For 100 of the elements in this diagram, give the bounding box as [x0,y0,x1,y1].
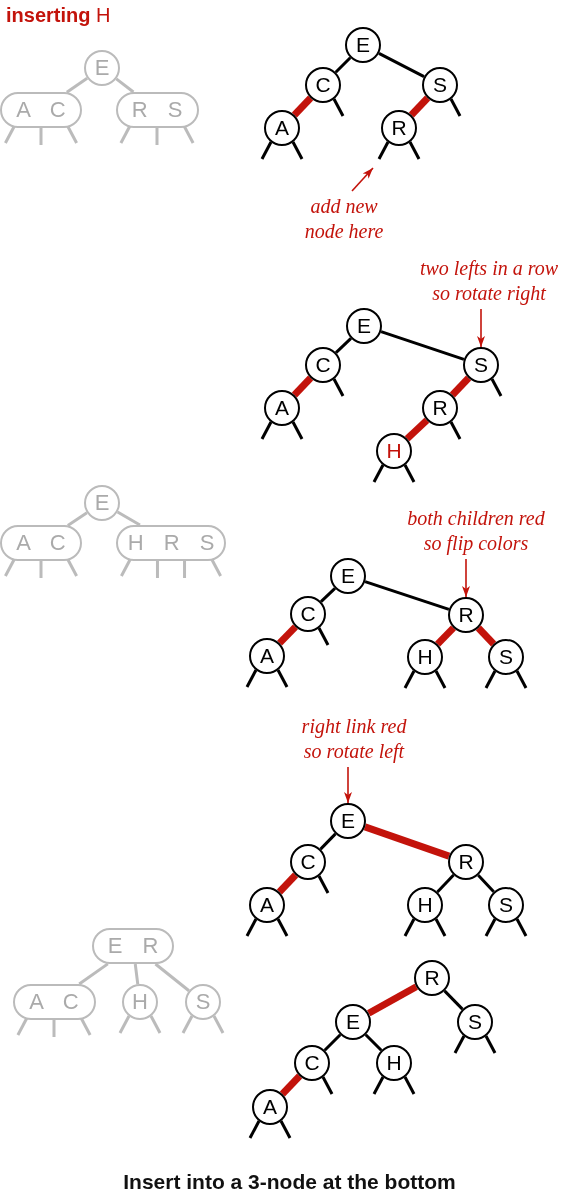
tree-node: A [249,638,285,674]
null-link [515,670,528,689]
tree-link [367,983,418,1017]
tree-link [364,1033,383,1052]
tree-link [335,337,352,354]
tree-link [334,56,352,74]
null-link [332,378,345,397]
null-link [260,141,273,160]
null-link [248,1120,261,1139]
tree-link [291,95,314,118]
arrow [351,167,374,192]
null-link [39,561,43,578]
null-link [52,1020,56,1037]
tree-link [475,625,497,647]
null-link [372,1076,385,1095]
multi-key-node: A C [0,525,82,561]
null-link [449,421,462,440]
null-link [119,125,132,144]
tree-link [67,511,88,527]
null-link [276,669,289,688]
tree-link [408,95,431,118]
multi-key-node: A C [12,984,96,1020]
null-link [4,558,16,577]
tree-node: E [84,50,120,86]
null-link [377,141,390,160]
tree-node: A [264,390,300,426]
null-link [4,125,16,144]
null-link [245,669,258,688]
tree-link [291,375,314,398]
tree-node: C [294,1045,330,1081]
multi-key-node: R S [115,92,199,128]
tree-link [115,77,135,94]
tree-link [320,587,336,603]
null-link [291,141,304,160]
null-link [79,1017,92,1036]
tree-node: S [488,887,524,923]
tree-node: A [264,110,300,146]
arrow [477,308,485,348]
null-link [434,670,447,689]
tree-link [380,330,465,361]
null-link [317,875,330,894]
tree-link [436,874,455,893]
null-link [372,464,385,483]
null-link [155,561,159,578]
tree-link [449,375,472,398]
null-link [434,918,447,937]
null-link [515,918,528,937]
tree-node: R [414,960,450,996]
tree-link [443,989,464,1011]
tree-link [65,76,88,94]
tree-node: H [407,887,443,923]
tree-node: H [407,639,443,675]
tree-node: R [448,597,484,633]
tree-node: C [305,67,341,103]
null-link [39,128,43,145]
tree-node: C [290,596,326,632]
annotation: right link red so rotate left [296,714,412,764]
null-link [484,1035,497,1054]
null-link [149,1015,162,1034]
tree-link [323,1033,342,1052]
null-link [16,1017,29,1036]
null-link [279,1120,292,1139]
null-link [66,125,78,144]
tree-link [116,510,141,527]
tree-link [154,962,190,992]
tree-node: R [381,110,417,146]
tree-node: S [488,639,524,675]
caption: Insert into a 3-node at the bottom [122,1170,457,1194]
tree-link [279,1073,303,1097]
tree-link [276,872,299,895]
null-link [403,670,416,689]
multi-key-node: A C [0,92,82,128]
null-link [484,918,497,937]
null-link [317,627,330,646]
tree-link [277,624,298,646]
null-link [403,918,416,937]
tree-node: E [345,27,381,63]
title: inserting H [6,4,111,27]
null-link [66,558,78,577]
multi-key-node: E R [92,928,174,964]
tree-node: S [422,67,458,103]
tree-node: R [422,390,458,426]
tree-link [404,417,430,442]
tree-node: E [330,803,366,839]
tree-node: E [346,308,382,344]
arrow [344,766,352,804]
null-link [276,918,289,937]
null-link [484,670,497,689]
null-link [183,561,187,578]
multi-key-node: H R S [116,525,226,561]
null-link [120,558,132,577]
null-link [453,1035,466,1054]
null-link [403,1076,416,1095]
tree-node: C [290,844,326,880]
null-link [321,1076,334,1095]
null-link [210,558,222,577]
tree-link [435,625,456,647]
tree-node: S [185,984,221,1020]
tree-node: H [376,433,412,469]
null-link [403,464,416,483]
